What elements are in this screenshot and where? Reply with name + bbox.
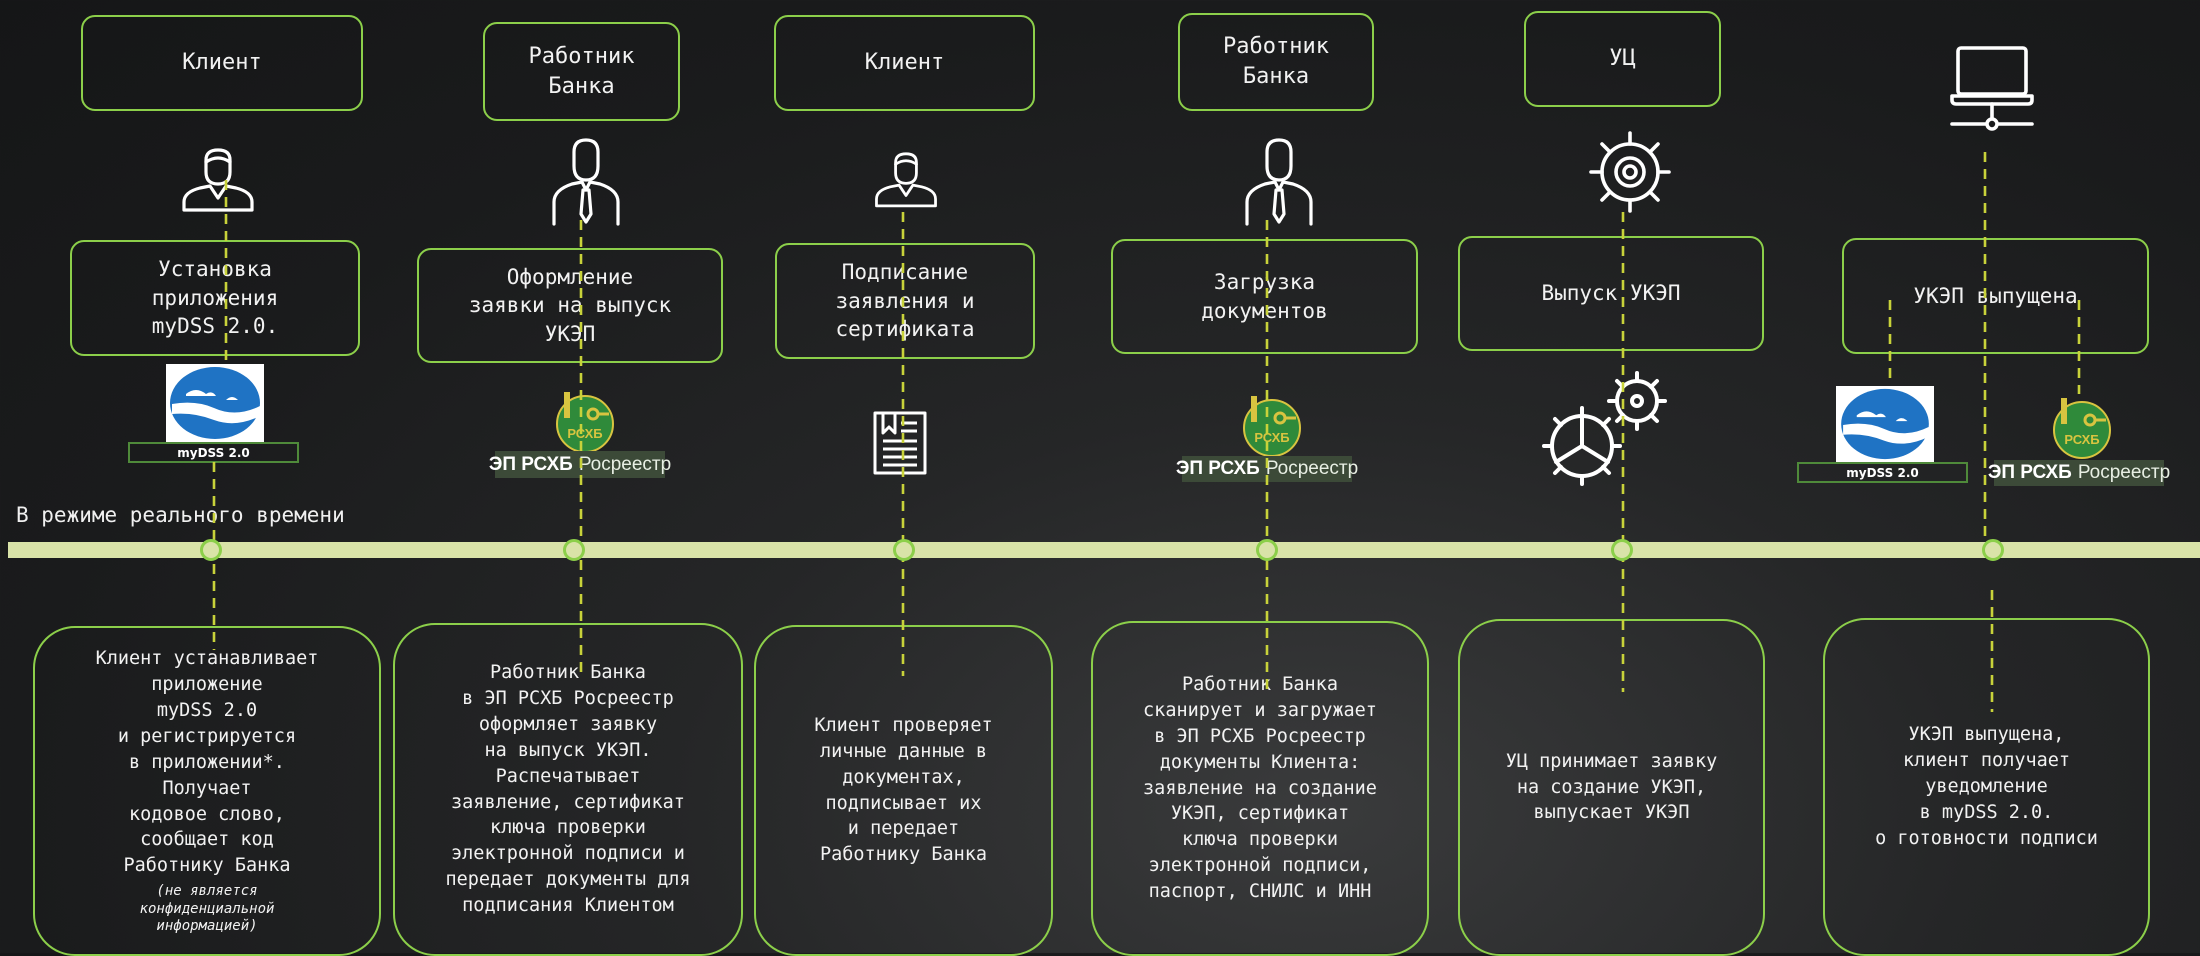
description-text: Работник Банка в ЭП РСХБ Росреестр оформ…: [445, 662, 691, 917]
step-issue-ukep: Выпуск УКЭП: [1458, 236, 1764, 351]
role-client-1: Клиент: [81, 15, 363, 111]
wordmark-regular: Росреестр: [1265, 458, 1359, 479]
role-bank-worker-2: Работник Банка: [1178, 13, 1374, 111]
mydss-logo-icon: [170, 367, 260, 439]
description-upload-documents: Работник Банка сканирует и загружает в Э…: [1091, 621, 1429, 956]
bank-worker-person-icon: [552, 138, 620, 226]
timeline-node: [1982, 539, 2004, 561]
rshb-emblem-text: РСХБ: [2064, 432, 2099, 447]
timeline-bar: [8, 542, 2200, 558]
step-install-app: Установка приложения myDSS 2.0.: [70, 240, 360, 356]
wordmark-regular: Росреестр: [2077, 462, 2171, 483]
timeline-node: [200, 539, 222, 561]
wordmark-bold: ЭП РСХБ: [1987, 462, 2072, 483]
description-text: УКЭП выпущена, клиент получает уведомлен…: [1875, 724, 2098, 849]
description-text: Клиент проверяет личные данные в докумен…: [814, 714, 993, 866]
rshb-emblem-icon: РСХБ: [2053, 398, 2111, 459]
description-install-app: Клиент устанавливает приложение myDSS 2.…: [33, 626, 381, 956]
description-text: Клиент устанавливает приложение myDSS 2.…: [95, 648, 319, 877]
rshb-emblem-text: РСХБ: [1254, 430, 1289, 445]
step-sign-documents: Подписание заявления и сертификата: [775, 243, 1035, 359]
mydss-caption: myDSS 2.0: [1797, 462, 1968, 483]
mydss-logo: [1836, 386, 1934, 462]
step-upload-documents: Загрузка документов: [1111, 239, 1418, 354]
description-text: Работник Банка сканирует и загружает в Э…: [1143, 673, 1377, 903]
rshb-emblem-icon: РСХБ: [1243, 396, 1301, 457]
timeline-node: [893, 539, 915, 561]
timeline-node: [1256, 539, 1278, 561]
role-bank-worker-1: Работник Банка: [483, 22, 680, 121]
mydss-logo-icon: [1841, 388, 1929, 460]
mydss-logo: [166, 364, 264, 442]
wordmark-bold: ЭП РСХБ: [1175, 458, 1260, 479]
step-application-form: Оформление заявки на выпуск УКЭП: [417, 248, 723, 363]
timeline-node: [563, 539, 585, 561]
client-person-icon: [875, 152, 937, 208]
gears-icon: [1542, 371, 1667, 486]
certification-center-gear-icon: [1589, 131, 1671, 213]
role-uc: УЦ: [1524, 11, 1721, 107]
description-note: (не является конфиденциальной информацие…: [139, 883, 275, 935]
description-application-form: Работник Банка в ЭП РСХБ Росреестр оформ…: [393, 623, 743, 956]
timeline-node: [1611, 539, 1633, 561]
client-person-icon: [182, 148, 254, 212]
bank-worker-person-icon: [1245, 138, 1313, 226]
description-sign-documents: Клиент проверяет личные данные в докумен…: [754, 625, 1053, 956]
role-client-2: Клиент: [774, 15, 1035, 111]
timeline-label: В режиме реального времени: [16, 503, 345, 527]
description-text: УЦ принимает заявку на создание УКЭП, вы…: [1505, 750, 1718, 824]
rshb-emblem-text: РСХБ: [567, 426, 602, 441]
wordmark-bold: ЭП РСХБ: [488, 453, 573, 475]
step-ukep-issued: УКЭП выпущена: [1842, 238, 2149, 354]
wordmark-regular: Росреестр: [578, 453, 672, 475]
laptop-network-icon: [1950, 46, 2034, 131]
description-ukep-issued: УКЭП выпущена, клиент получает уведомлен…: [1823, 618, 2150, 956]
